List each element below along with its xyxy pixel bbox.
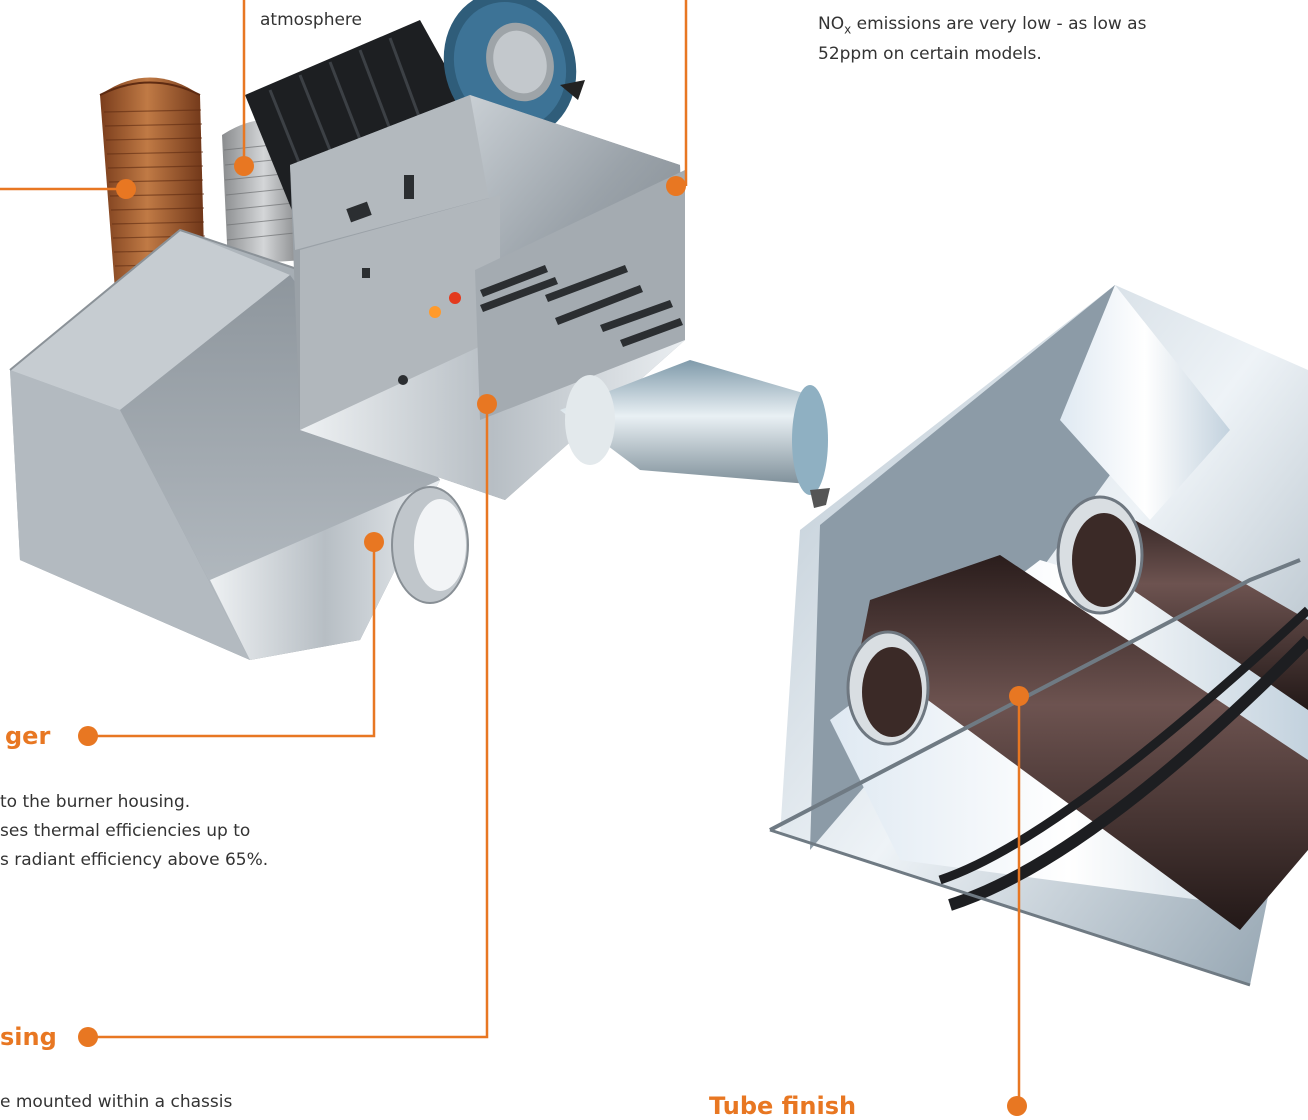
callout-dot-heading-heat-exchanger (78, 726, 98, 746)
heat-exchanger-box (9, 228, 469, 660)
heat-exchanger-heading: ger (5, 722, 51, 750)
air-intake-text: atmosphere (260, 10, 362, 30)
callout-leader-lines (0, 0, 1021, 1105)
heat-exchanger-text-3: s radiant efficiency above 65%. (0, 850, 269, 870)
nox-symbol: NO (818, 14, 845, 34)
burner-housing-heading: sing (0, 1023, 57, 1051)
callout-dot-tube (1009, 686, 1029, 706)
nox-subscript: x (844, 22, 852, 37)
nox-emissions-line-1: NOx emissions are very low - as low as (818, 10, 1146, 43)
callout-dot-fan (666, 176, 686, 196)
heat-exchanger-text-2: ses thermal efficiencies up to (0, 821, 251, 841)
nox-emissions-line-2: 52ppm on certain models. (818, 44, 1042, 64)
callout-dot-burner-housing (477, 394, 497, 414)
louvre-vents (480, 265, 683, 347)
callout-dot-copper (116, 179, 136, 199)
callout-dot-heading-burner-housing (78, 1027, 98, 1047)
burner-housing-text: e mounted within a chassis (0, 1092, 233, 1112)
radiant-tube-reflector (769, 285, 1308, 987)
tube-finish-heading: Tube finish (709, 1092, 857, 1120)
callout-dot-heading-tube-finish (1007, 1096, 1027, 1116)
outlet-duct (560, 360, 830, 508)
callout-dot-heat-exchanger (364, 532, 384, 552)
callout-dots (78, 156, 1029, 1116)
heat-exchanger-text-1: to the burner housing. (0, 792, 191, 812)
callout-dot-intake (234, 156, 254, 176)
nox-text: emissions are very low - as low as (851, 14, 1147, 34)
